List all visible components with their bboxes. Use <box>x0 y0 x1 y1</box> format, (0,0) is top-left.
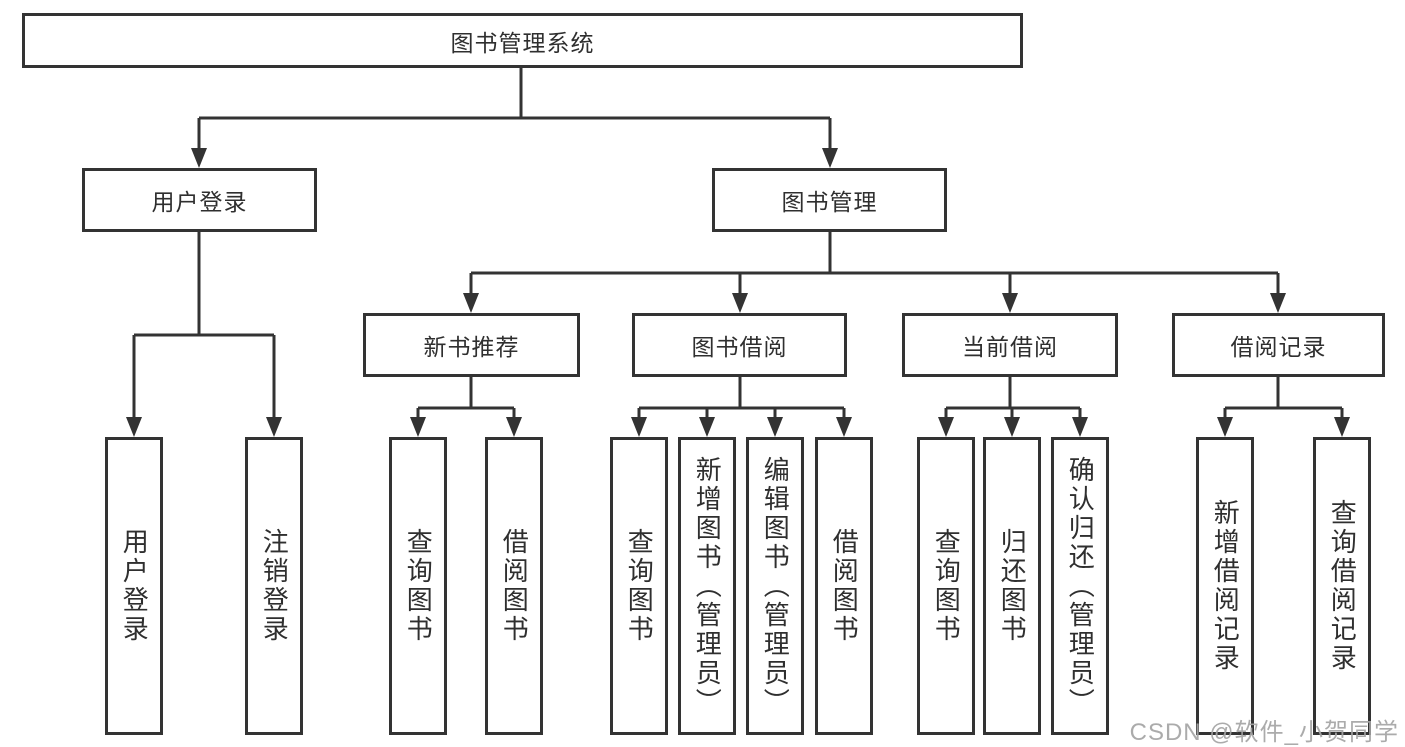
node-root-system: 图书管理系统 <box>22 13 1023 68</box>
node-label: 用户登录 <box>151 189 248 215</box>
node-book-management: 图书管理 <box>712 168 947 232</box>
node-label: 图书管理系统 <box>450 29 595 56</box>
leaf-add-book-admin: 新增图书（管理员） <box>678 437 736 735</box>
leaf-return-book: 归还图书 <box>983 437 1041 735</box>
leaf-query-borrow-record: 查询借阅记录 <box>1313 437 1371 735</box>
node-label: 借阅图书 <box>499 528 530 644</box>
node-label: 图书管理 <box>781 189 878 215</box>
leaf-query-books-current: 查询图书 <box>917 437 975 735</box>
node-label: 借阅图书 <box>829 528 860 644</box>
node-label: 查询借阅记录 <box>1327 499 1358 673</box>
node-label: 用户登录 <box>119 528 150 644</box>
leaf-query-books-borrow: 查询图书 <box>610 437 668 735</box>
leaf-borrow-books: 借阅图书 <box>815 437 873 735</box>
node-borrow-records: 借阅记录 <box>1172 313 1385 377</box>
node-user-login: 用户登录 <box>82 168 317 232</box>
arrowheads <box>126 148 1350 437</box>
leaf-user-login: 用户登录 <box>105 437 163 735</box>
node-book-borrow: 图书借阅 <box>632 313 847 377</box>
leaf-logout: 注销登录 <box>245 437 303 735</box>
node-label: 注销登录 <box>259 528 290 644</box>
leaf-add-borrow-record: 新增借阅记录 <box>1196 437 1254 735</box>
node-label: 当前借阅 <box>962 334 1058 360</box>
node-label: 新增图书（管理员） <box>692 455 723 717</box>
leaf-confirm-return-admin: 确认归还（管理员） <box>1051 437 1109 735</box>
node-label: 确认归还（管理员） <box>1065 455 1096 717</box>
csdn-watermark: CSDN @软件_小贺同学 <box>1129 719 1399 746</box>
node-label: 归还图书 <box>997 528 1028 644</box>
leaf-query-books-recommend: 查询图书 <box>389 437 447 735</box>
node-label: 图书借阅 <box>691 334 788 360</box>
node-label: 编辑图书（管理员） <box>760 455 791 717</box>
leaf-borrow-books-recommend: 借阅图书 <box>485 437 543 735</box>
node-new-book-recommend: 新书推荐 <box>363 313 580 377</box>
leaf-edit-book-admin: 编辑图书（管理员） <box>746 437 804 735</box>
node-label: 查询图书 <box>624 528 655 644</box>
node-label: 查询图书 <box>403 528 434 644</box>
node-label: 借阅记录 <box>1230 334 1327 360</box>
node-label: 查询图书 <box>931 528 962 644</box>
node-label: 新增借阅记录 <box>1210 499 1241 673</box>
node-current-borrow: 当前借阅 <box>902 313 1118 377</box>
node-label: 新书推荐 <box>423 334 520 360</box>
